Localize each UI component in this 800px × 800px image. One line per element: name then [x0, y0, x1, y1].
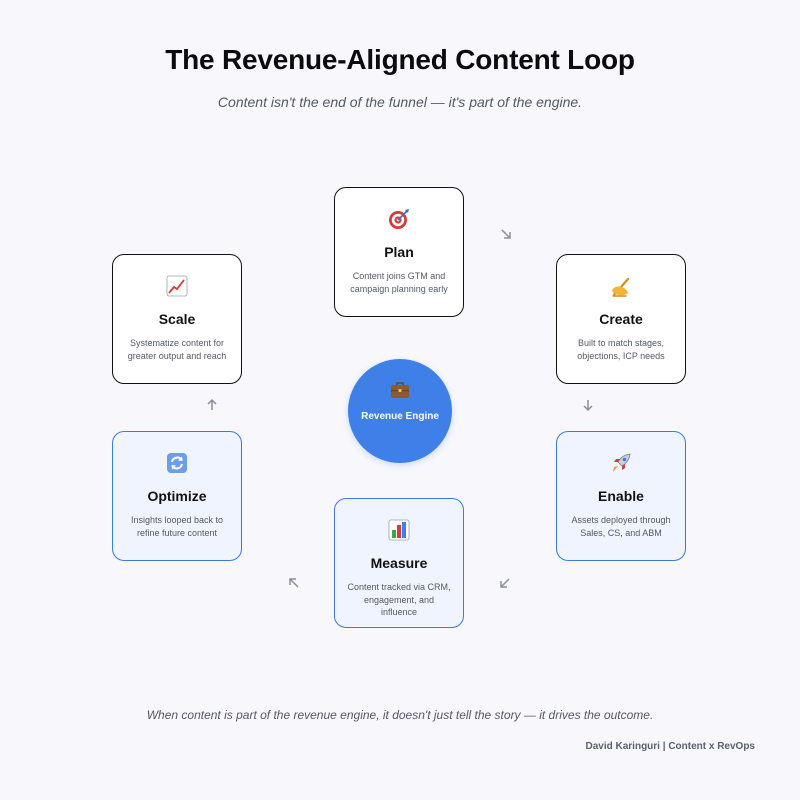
page-subtitle: Content isn't the end of the funnel — it…: [217, 94, 583, 110]
author-signature: David Karinguri | Content x RevOps: [585, 741, 756, 752]
stage-label: Measure: [370, 555, 428, 571]
page-title: The Revenue-Aligned Content Loop: [165, 44, 635, 75]
stage-description: Systematize content for greater output a…: [127, 338, 227, 361]
arrow-plan-to-create: [501, 229, 511, 239]
trend-up-icon: [166, 275, 188, 297]
target-icon: [389, 209, 409, 229]
stage-label: Scale: [158, 311, 196, 327]
arrow-create-to-enable: [583, 400, 593, 412]
briefcase-icon: [391, 382, 409, 398]
stage-description: Content tracked via CRM, engagement, and…: [347, 582, 451, 617]
stage-description: Built to match stages, objections, ICP n…: [577, 338, 665, 361]
footer-tagline: When content is part of the revenue engi…: [146, 708, 654, 722]
stage-card-measure: Measure Content tracked via CRM, engagem…: [334, 498, 464, 628]
arrow-enable-to-measure: [500, 578, 510, 588]
stage-card-optimize: Optimize Insights looped back to refine …: [112, 431, 242, 561]
bar-chart-icon: [388, 519, 410, 541]
stage-card-enable: Enable Assets deployed through Sales, CS…: [556, 431, 686, 561]
stage-label: Optimize: [147, 488, 207, 504]
stage-label: Enable: [598, 488, 644, 504]
stage-card-scale: Scale Systematize content for greater ou…: [112, 254, 242, 384]
arrow-measure-to-optimize: [289, 578, 299, 588]
revenue-engine-hub: Revenue Engine: [348, 359, 452, 463]
stage-card-create: Create Built to match stages, objections…: [556, 254, 686, 384]
arrow-optimize-to-scale: [207, 398, 217, 410]
writing-hand-icon: [612, 277, 630, 297]
stage-description: Insights looped back to refine future co…: [130, 515, 224, 538]
stage-description: Content joins GTM and campaign planning …: [350, 271, 448, 294]
stage-description: Assets deployed through Sales, CS, and A…: [571, 515, 671, 538]
stage-label: Plan: [384, 244, 414, 260]
stage-card-plan: Plan Content joins GTM and campaign plan…: [334, 187, 464, 317]
stage-label: Create: [599, 311, 643, 327]
hub-label: Revenue Engine: [361, 411, 439, 422]
rocket-icon: [613, 453, 631, 472]
refresh-icon: [167, 453, 187, 473]
